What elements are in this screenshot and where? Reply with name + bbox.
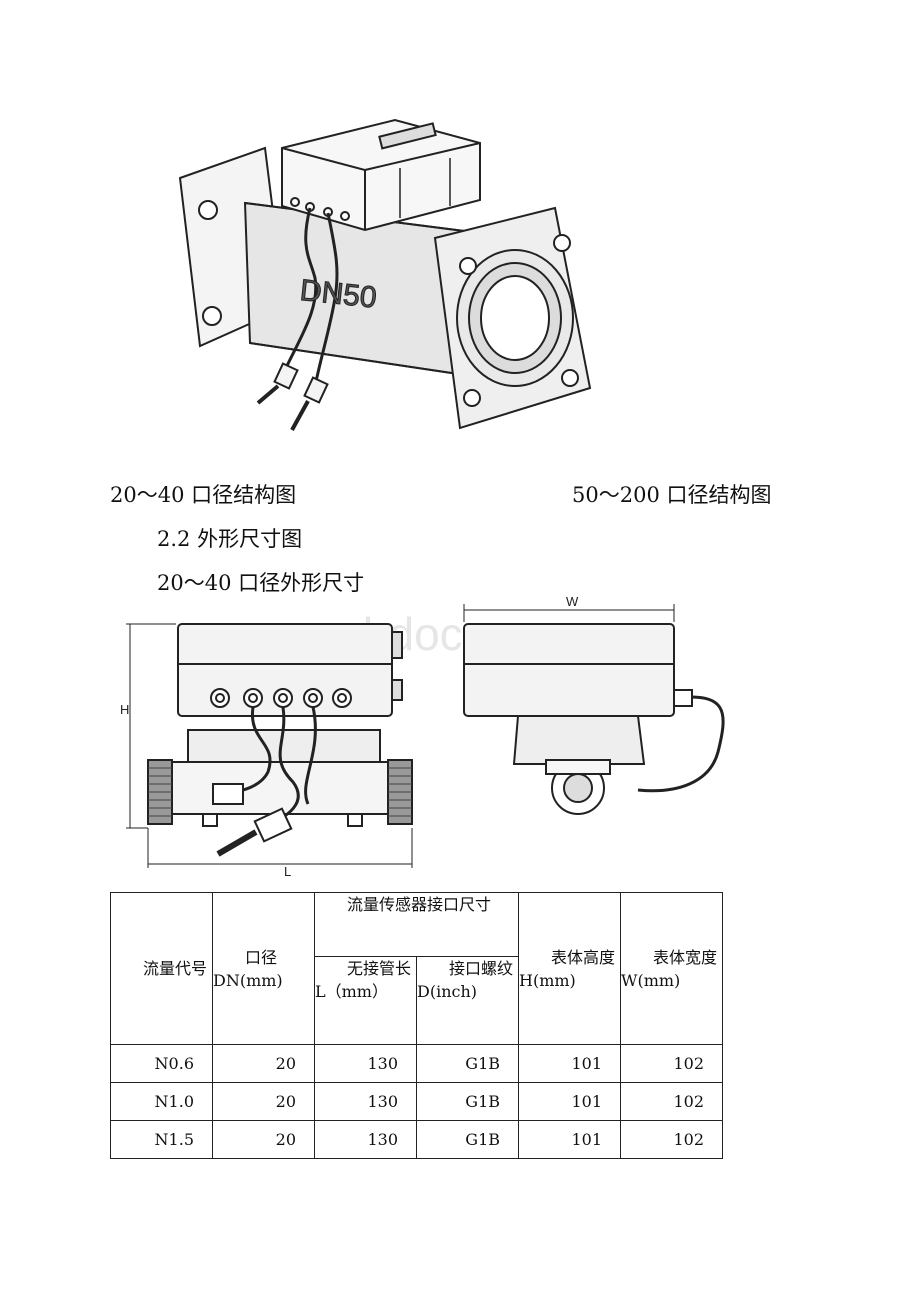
cell-code: N1.5 <box>110 1120 213 1159</box>
header-thread: 接口螺纹D(inch) <box>415 956 520 1045</box>
header-height: 表体高度H(mm) <box>518 892 622 1045</box>
header-diameter: 口径DN(mm) <box>212 892 315 1045</box>
cell-thread: G1B <box>415 1044 520 1083</box>
cell-height: 101 <box>518 1044 622 1083</box>
cell-dn: 20 <box>212 1044 315 1083</box>
spec-table: 流量代号 口径DN(mm) 流量传感器接口尺寸 表体高度H(mm) 表体宽度W(… <box>110 892 724 1159</box>
section-title: 2.2 外形尺寸图 <box>157 527 303 551</box>
header-pipe-length: 无接管长 L（mm） <box>314 956 417 1045</box>
cell-dn: 20 <box>212 1082 315 1121</box>
header-width: 表体宽度W(mm) <box>620 892 724 1045</box>
sub-title: 20～40 口径外形尺寸 <box>157 571 365 595</box>
cell-height: 101 <box>518 1082 622 1121</box>
dim-w-label: W <box>566 594 579 609</box>
cell-dn: 20 <box>212 1120 315 1159</box>
table-row: N1.5 20 130 G1B 101 102 <box>110 1120 724 1159</box>
cell-thread: G1B <box>415 1120 520 1159</box>
flowmeter-dn50-drawing: DN50 <box>178 118 592 431</box>
dn-label: DN50 <box>298 274 378 315</box>
cell-thread: G1B <box>415 1082 520 1121</box>
cell-length: 130 <box>314 1082 417 1121</box>
dim-l-label: L <box>284 864 291 879</box>
cell-width: 102 <box>620 1120 724 1159</box>
table-row: N0.6 20 130 G1B 101 102 <box>110 1044 724 1083</box>
cell-width: 102 <box>620 1082 724 1121</box>
dim-h-label: H <box>120 702 129 717</box>
cell-width: 102 <box>620 1044 724 1083</box>
cell-length: 130 <box>314 1120 417 1159</box>
table-row: N1.0 20 130 G1B 101 102 <box>110 1082 724 1121</box>
caption-right-structure: 50～200 口径结构图 <box>572 483 772 507</box>
header-code: 流量代号 <box>110 892 213 1045</box>
caption-left-structure: 20～40 口径结构图 <box>110 483 297 507</box>
dimension-drawing: www.bdocx.com <box>120 594 725 879</box>
header-sensor-group: 流量传感器接口尺寸 <box>313 892 520 957</box>
cell-code: N0.6 <box>110 1044 213 1083</box>
cell-height: 101 <box>518 1120 622 1159</box>
cell-length: 130 <box>314 1044 417 1083</box>
cell-code: N1.0 <box>110 1082 213 1121</box>
